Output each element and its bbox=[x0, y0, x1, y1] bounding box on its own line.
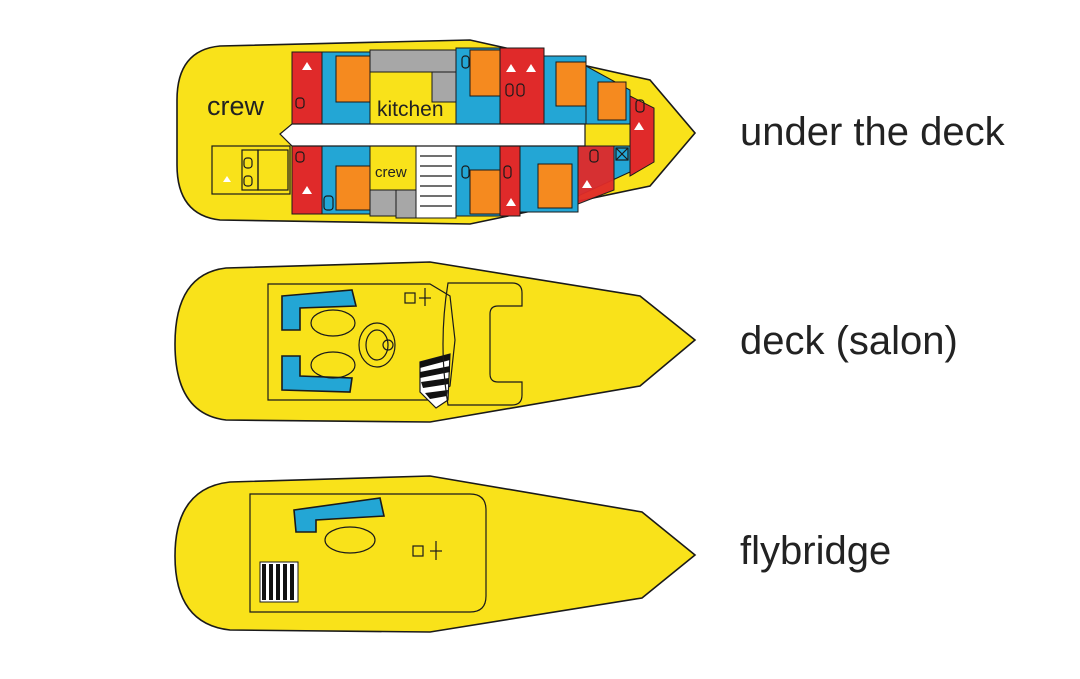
crew-mid-room bbox=[369, 145, 417, 191]
cabin-mid-upper-bed bbox=[469, 49, 501, 97]
helm-icon bbox=[404, 292, 416, 304]
toilet-icon bbox=[461, 165, 470, 179]
toilet-icon bbox=[516, 83, 525, 97]
crew-sink bbox=[243, 175, 253, 187]
shower-icon bbox=[302, 62, 312, 70]
toilet-icon bbox=[505, 83, 514, 97]
toilet-icon bbox=[323, 195, 334, 211]
toilet-icon bbox=[461, 55, 470, 69]
crew-bed-frame bbox=[211, 145, 291, 195]
shower-icon bbox=[526, 64, 536, 72]
storage-box bbox=[615, 147, 629, 161]
label-flybridge: flybridge bbox=[740, 529, 891, 573]
aft-deck-seating bbox=[442, 282, 523, 406]
shower-icon bbox=[302, 186, 312, 194]
salon-round-table-outer bbox=[358, 322, 396, 368]
under-deck-plan: crew kitchen crew bbox=[176, 39, 697, 225]
cabin-bow-red bbox=[629, 95, 655, 177]
cabin-aft-lower-bed bbox=[335, 165, 371, 211]
salon-sofa-bottom bbox=[281, 355, 353, 393]
cabin-fwd-lower-bed bbox=[537, 163, 573, 209]
cabin-aft-upper-bed bbox=[335, 55, 371, 103]
room-label-kitchen: kitchen bbox=[377, 98, 444, 121]
cabin-bow-upper-bed bbox=[597, 81, 627, 121]
salon-table-bottom bbox=[310, 351, 356, 379]
shower-icon bbox=[223, 176, 231, 182]
deck-stairs-treads bbox=[420, 354, 450, 399]
room-label-crew-aft: crew bbox=[207, 91, 265, 121]
salon-sofa-top bbox=[281, 289, 358, 331]
helm-icon bbox=[412, 545, 424, 557]
flybridge-stairs-icon bbox=[259, 561, 299, 603]
toilet-icon bbox=[295, 151, 305, 163]
stairs-grey-segment bbox=[395, 189, 417, 219]
hull-flybridge bbox=[174, 475, 697, 633]
toilet-icon bbox=[295, 97, 305, 109]
cabin-mid-lower-bed bbox=[469, 169, 501, 215]
salon-round-table-inner bbox=[365, 329, 389, 361]
label-under-the-deck: under the deck bbox=[740, 110, 1006, 154]
flybridge-outline bbox=[249, 493, 487, 613]
kitchen-room bbox=[369, 49, 457, 73]
toilet-icon bbox=[635, 99, 645, 113]
toilet-icon bbox=[589, 149, 599, 163]
room-label-crew-mid: crew bbox=[375, 164, 407, 181]
main-deck-plan bbox=[174, 261, 697, 423]
cabin-bow-red-lower bbox=[577, 145, 615, 205]
flybridge-plan bbox=[174, 475, 697, 633]
salon-outline bbox=[267, 283, 456, 401]
stairs-icon bbox=[415, 145, 457, 219]
flybridge-table bbox=[324, 526, 376, 554]
crew-bed-2 bbox=[257, 149, 289, 191]
salon-table-top bbox=[310, 309, 356, 337]
helm-icon bbox=[382, 339, 394, 351]
shower-icon bbox=[506, 64, 516, 72]
toilet-icon bbox=[503, 165, 512, 179]
shower-icon bbox=[506, 198, 516, 206]
flybridge-sofa bbox=[293, 497, 385, 533]
cabin-fwd-upper-bed bbox=[555, 61, 587, 107]
central-corridor bbox=[279, 123, 586, 147]
kitchen-corner bbox=[431, 71, 457, 103]
shower-icon bbox=[634, 122, 644, 130]
shower-icon bbox=[582, 180, 592, 188]
crew-toilet bbox=[243, 157, 253, 169]
label-deck-salon: deck (salon) bbox=[740, 319, 958, 363]
cabin-mid-upper-red bbox=[499, 47, 545, 125]
